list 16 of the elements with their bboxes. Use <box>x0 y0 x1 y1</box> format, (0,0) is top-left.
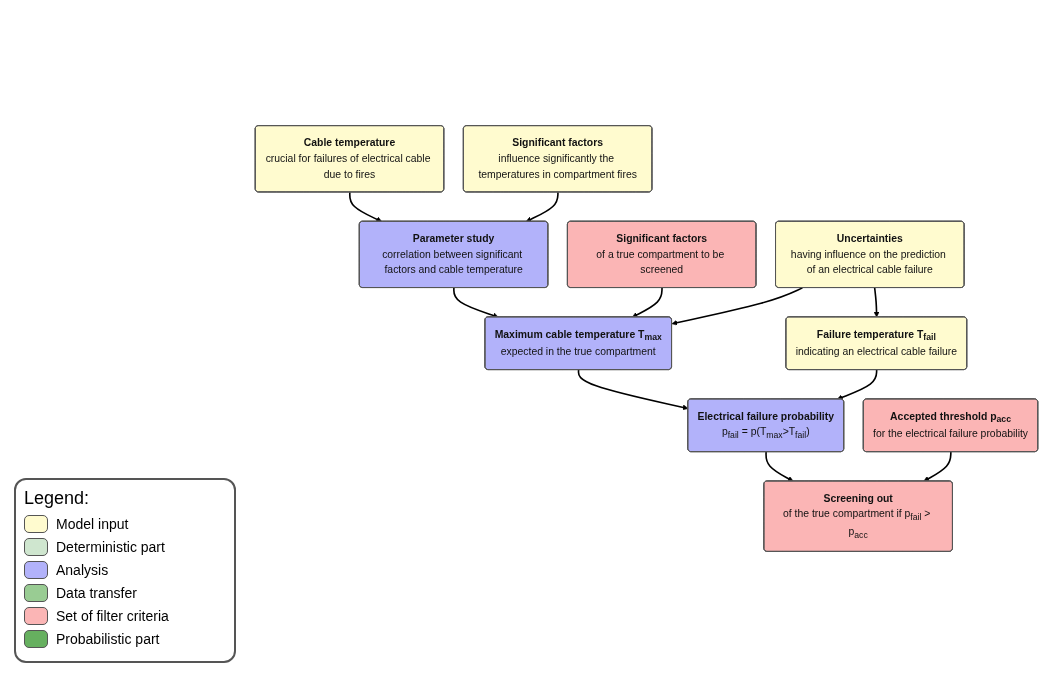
arrow <box>836 369 878 401</box>
arrow <box>577 369 689 411</box>
arrow <box>348 191 382 222</box>
arrow <box>671 287 804 326</box>
legend-label: Model input <box>56 516 129 532</box>
legend-heading: Legend: <box>24 488 91 509</box>
arrow <box>873 287 880 318</box>
arrow <box>923 451 952 482</box>
arrow <box>765 451 794 482</box>
legend-label: Deterministic part <box>56 539 165 555</box>
legend-label: Analysis <box>56 562 109 578</box>
legend-label: Probabilistic part <box>56 631 160 647</box>
legend-label: Set of filter criteria <box>56 608 169 624</box>
arrow <box>525 191 559 222</box>
arrow <box>632 287 663 318</box>
legend-label: Data transfer <box>56 585 137 601</box>
